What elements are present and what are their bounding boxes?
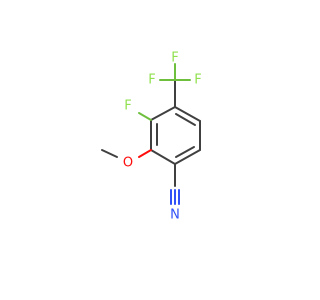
atom-label-f-ring: F [124, 99, 131, 114]
atom-label-f-left: F [148, 73, 155, 88]
bond-ring-to-o [138, 149, 152, 158]
ring-bond-c2-c3 [174, 106, 201, 122]
structure-diagram: F F F F O N [101, 51, 202, 223]
atom-label-f-top: F [171, 51, 178, 66]
bond-ring-to-f [138, 112, 152, 121]
ring-double-bond-top-right [175, 113, 196, 126]
bond-o-to-methyl [101, 149, 118, 158]
atom-label-f-right: F [194, 73, 201, 88]
ring-bond-c1-c2 [150, 106, 176, 121]
ring-bond-c5-c6 [150, 149, 176, 165]
atom-label-o-methoxy: O [123, 156, 133, 171]
atom-label-n-nitrile: N [170, 208, 180, 223]
ring-double-bond-bottom-right [175, 146, 195, 158]
ring-bond-c4-c5 [174, 149, 201, 165]
